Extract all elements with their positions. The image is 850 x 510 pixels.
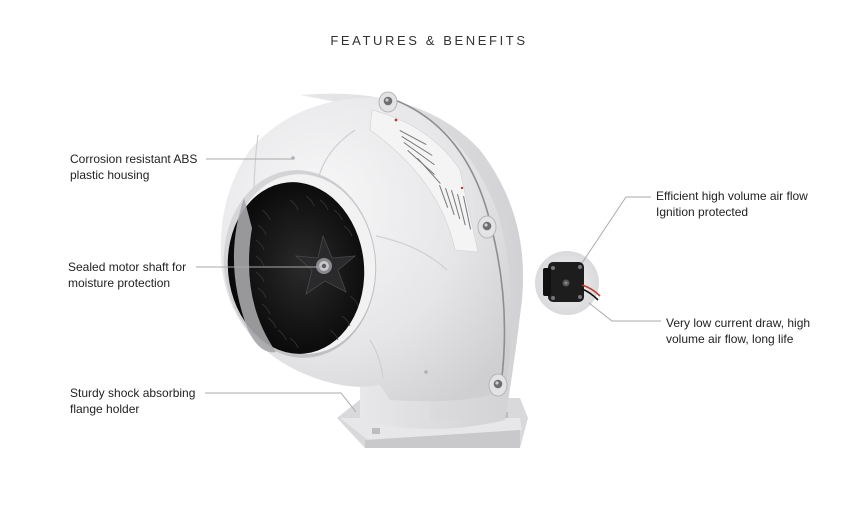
screw-top [378, 91, 398, 113]
callout-current-line2: volume air flow, long life [666, 332, 794, 346]
body-point [424, 370, 428, 374]
motor-detail-inset [535, 251, 601, 315]
screw-middle [477, 215, 497, 239]
leader-flange [205, 392, 357, 413]
motor-hub [294, 234, 357, 295]
screw-bottom [488, 373, 508, 397]
spec-label [369, 109, 479, 253]
callout-flange: Sturdy shock absorbing flange holder [70, 385, 195, 417]
callout-housing-line1: Corrosion resistant ABS [70, 152, 198, 166]
page-title: FEATURES & BENEFITS [330, 33, 528, 48]
leader-current [588, 302, 661, 322]
callout-housing-line2: plastic housing [70, 168, 150, 182]
leader-lines [196, 158, 661, 413]
callout-shaft-line1: Sealed motor shaft for [68, 260, 187, 274]
callout-airflow: Efficient high volume air flow Ignition … [656, 188, 808, 220]
callout-current-line1: Very low current draw, high [666, 316, 811, 330]
callout-airflow-line2: Ignition protected [656, 205, 749, 219]
callout-flange-line1: Sturdy shock absorbing [70, 386, 196, 400]
leader-airflow [581, 196, 651, 264]
callout-shaft: Sealed motor shaft for moisture protecti… [68, 259, 186, 291]
callout-flange-line2: flange holder [70, 402, 140, 416]
callout-shaft-line2: moisture protection [68, 276, 171, 290]
callout-airflow-line1: Efficient high volume air flow [656, 189, 808, 203]
callout-housing: Corrosion resistant ABS plastic housing [70, 151, 197, 183]
impeller-blades [255, 195, 359, 349]
housing-point [291, 156, 295, 160]
callout-current: Very low current draw, high volume air f… [666, 315, 810, 347]
